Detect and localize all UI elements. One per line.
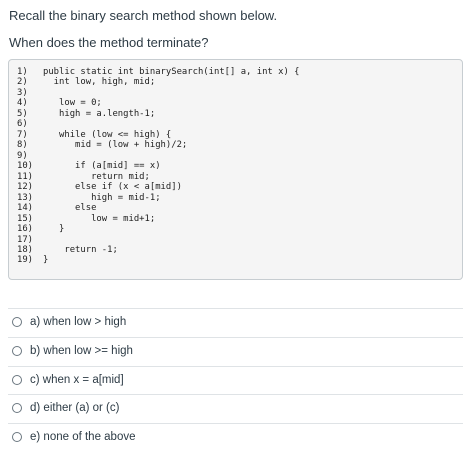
code-text: low = mid+1;	[43, 213, 156, 224]
radio-button-c[interactable]	[12, 375, 22, 385]
line-number: 11)	[17, 171, 34, 182]
option-d[interactable]: d) either (a) or (c)	[12, 400, 119, 416]
option-divider	[8, 337, 463, 338]
radio-button-b[interactable]	[12, 346, 22, 356]
code-text: int low, high, mid;	[43, 77, 156, 88]
code-line: 11) return mid;	[17, 172, 462, 182]
line-number: 1)	[17, 67, 28, 77]
code-line: 9)	[17, 151, 462, 161]
code-line: 3)	[17, 88, 462, 98]
option-e[interactable]: e) none of the above	[12, 429, 136, 445]
code-line: 16) }	[17, 224, 462, 234]
code-text: while (low <= high) {	[43, 129, 172, 140]
radio-button-a[interactable]	[12, 317, 22, 327]
line-number: 3)	[17, 87, 28, 98]
code-line: 1) public static int binarySearch(int[] a…	[17, 67, 462, 77]
code-line: 7) while (low <= high) {	[17, 130, 462, 140]
option-divider	[8, 366, 463, 367]
line-number: 2)	[17, 77, 28, 88]
code-text: mid = (low + high)/2;	[43, 140, 188, 151]
code-text: public static int binarySearch(int[] a, …	[43, 67, 300, 77]
radio-button-d[interactable]	[12, 403, 22, 413]
code-text: else if (x < a[mid])	[43, 182, 182, 193]
code-text: if (a[mid] == x)	[43, 161, 161, 172]
option-divider	[8, 394, 463, 395]
code-line: 19)}	[17, 255, 462, 265]
code-text: low = 0;	[43, 98, 102, 109]
option-label-b: b) when low >= high	[30, 345, 133, 357]
option-label-a: a) when low > high	[30, 316, 127, 328]
option-divider	[8, 423, 463, 424]
line-number: 4)	[17, 98, 28, 109]
code-line: 8) mid = (low + high)/2;	[17, 140, 462, 150]
option-divider	[8, 308, 463, 309]
code-line: 12) else if (x < a[mid])	[17, 182, 462, 192]
option-label-d: d) either (a) or (c)	[30, 402, 120, 414]
option-label-e: e) none of the above	[30, 431, 136, 443]
option-c[interactable]: c) when x = a[mid]	[12, 372, 124, 388]
code-text: else	[43, 203, 97, 214]
code-line: 15) low = mid+1;	[17, 214, 462, 224]
code-line: 18) return -1;	[17, 245, 462, 255]
line-number: 9)	[17, 150, 28, 161]
code-text: high = mid-1;	[43, 192, 161, 203]
question-text-2: When does the method terminate?	[9, 35, 209, 50]
line-number: 16)	[17, 224, 34, 235]
line-number: 6)	[17, 119, 28, 130]
code-text: }	[43, 224, 65, 235]
line-number: 17)	[17, 234, 34, 245]
line-number: 7)	[17, 129, 28, 140]
code-line: 5) high = a.length-1;	[17, 109, 462, 119]
line-number: 14)	[17, 203, 34, 214]
code-text: return mid;	[43, 171, 150, 182]
code-text: return -1;	[43, 244, 118, 255]
option-a[interactable]: a) when low > high	[12, 314, 126, 330]
code-line: 2) int low, high, mid;	[17, 77, 462, 87]
line-number: 18)	[17, 244, 34, 255]
option-b[interactable]: b) when low >= high	[12, 343, 133, 359]
line-number: 19)	[17, 255, 34, 266]
line-number: 12)	[17, 182, 34, 193]
line-number: 8)	[17, 140, 28, 151]
question-text-1: Recall the binary search method shown be…	[9, 8, 278, 23]
code-line: 17)	[17, 235, 462, 245]
line-number: 13)	[17, 192, 34, 203]
code-line: 13) high = mid-1;	[17, 193, 462, 203]
code-block: 1) public static int binarySearch(int[] a…	[8, 59, 463, 280]
radio-button-e[interactable]	[12, 432, 22, 442]
line-number: 10)	[17, 161, 34, 172]
code-text: high = a.length-1;	[43, 108, 156, 119]
option-label-c: c) when x = a[mid]	[30, 374, 124, 386]
code-line: 14) else	[17, 203, 462, 213]
line-number: 5)	[17, 108, 28, 119]
line-number: 15)	[17, 213, 34, 224]
code-text: }	[43, 255, 49, 266]
code-line: 6)	[17, 119, 462, 129]
code-line: 10) if (a[mid] == x)	[17, 161, 462, 171]
code-line: 4) low = 0;	[17, 98, 462, 108]
